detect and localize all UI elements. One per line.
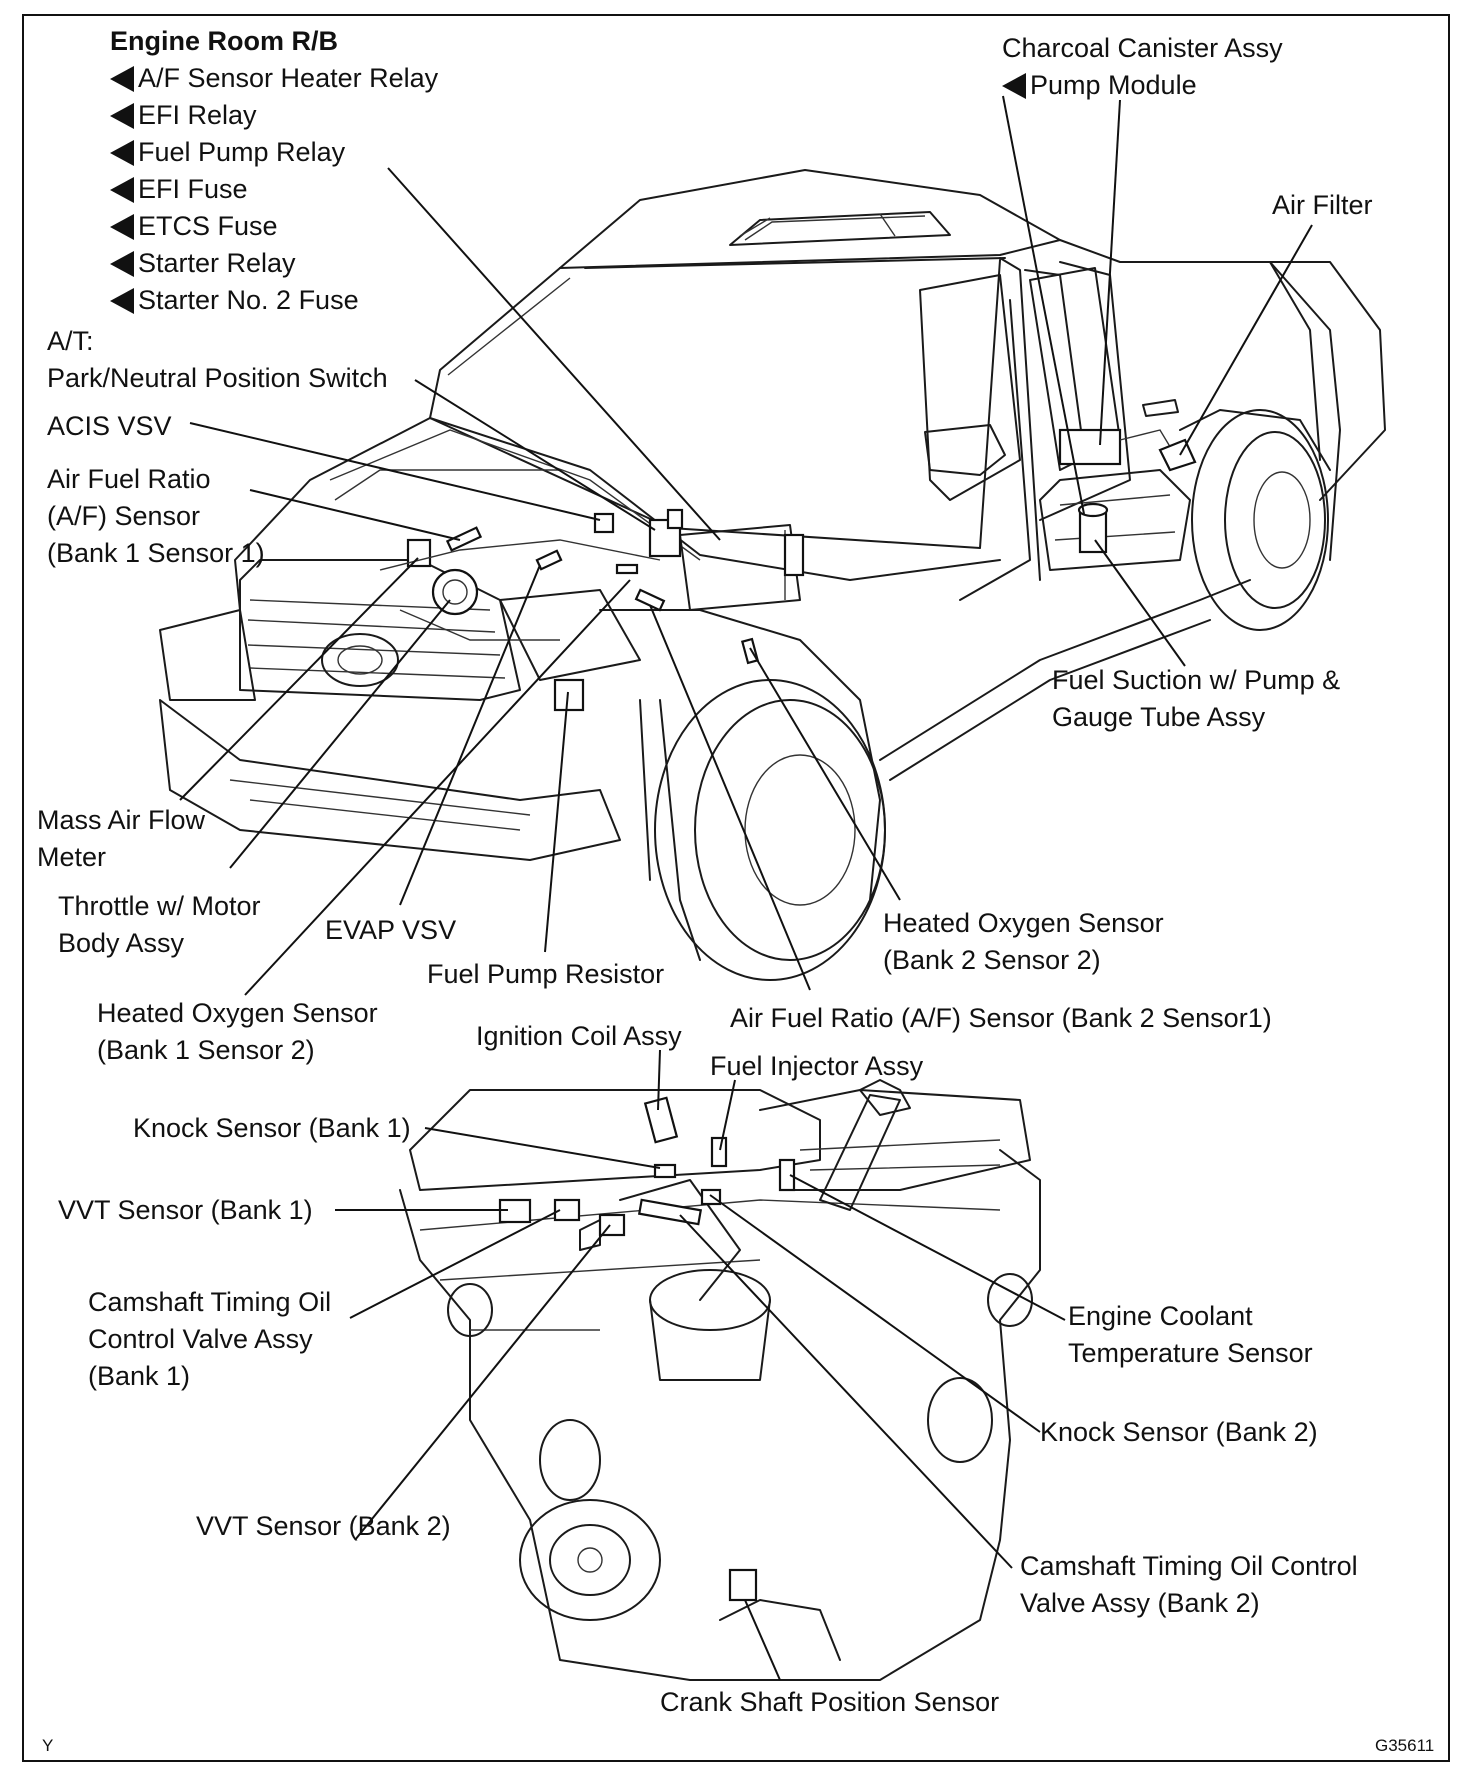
vvt-sensor-bank2-label: VVT Sensor (Bank 2) — [196, 1511, 451, 1541]
engine-room-rb-heading: Engine Room R/B — [110, 26, 338, 56]
mass-air-flow-label: Mass Air Flow Meter — [37, 805, 206, 872]
rb-item-starter-no2-fuse: Starter No. 2 Fuse — [110, 282, 438, 319]
engine-room-rb-label: Engine Room R/B A/F Sensor Heater Relay … — [110, 23, 438, 319]
rb-item-starter-relay: Starter Relay — [110, 245, 438, 282]
vvt-sensor-bank1-label: VVT Sensor (Bank 1) — [58, 1195, 313, 1225]
knock-sensor-bank1-label: Knock Sensor (Bank 1) — [133, 1113, 411, 1143]
camshaft-ocv-bank1-label: Camshaft Timing Oil Control Valve Assy (… — [88, 1287, 332, 1391]
figure-code: G35611 — [1375, 1736, 1435, 1755]
pump-module-label: Pump Module — [1030, 70, 1197, 100]
rb-item-etcs-fuse: ETCS Fuse — [110, 208, 438, 245]
camshaft-ocv-bank2-label: Camshaft Timing Oil Control Valve Assy (… — [1020, 1551, 1358, 1618]
heated-oxygen-bank1-sensor2-label: Heated Oxygen Sensor (Bank 1 Sensor 2) — [97, 998, 378, 1065]
pointer-arrow-icon — [110, 214, 134, 240]
knock-sensor-bank2-label: Knock Sensor (Bank 2) — [1040, 1417, 1318, 1447]
rb-item-af-heater-relay: A/F Sensor Heater Relay — [110, 60, 438, 97]
fuel-pump-resistor-label: Fuel Pump Resistor — [427, 959, 665, 989]
engine-drawing — [399, 1079, 1041, 1681]
pointer-arrow-icon — [110, 288, 134, 314]
diagram-frame — [22, 14, 1450, 1762]
pointer-arrow-icon — [110, 103, 134, 129]
rb-item-efi-relay: EFI Relay — [110, 97, 438, 134]
pointer-arrow-icon — [1002, 73, 1026, 99]
heated-oxygen-bank2-sensor2-label: Heated Oxygen Sensor (Bank 2 Sensor 2) — [883, 908, 1164, 975]
park-neutral-switch-label: A/T: Park/Neutral Position Switch — [47, 326, 388, 393]
throttle-body-label: Throttle w/ Motor Body Assy — [58, 891, 261, 958]
rb-item-fuel-pump-relay: Fuel Pump Relay — [110, 134, 438, 171]
air-filter-label: Air Filter — [1272, 190, 1373, 220]
evap-vsv-label: EVAP VSV — [325, 915, 457, 945]
corner-mark-left: Y — [42, 1736, 54, 1755]
charcoal-canister-label: Charcoal Canister Assy Pump Module — [1002, 33, 1283, 100]
af-sensor-bank2-sensor1-label: Air Fuel Ratio (A/F) Sensor (Bank 2 Sens… — [730, 1003, 1272, 1033]
pointer-arrow-icon — [110, 177, 134, 203]
leader-lines — [179, 95, 1313, 1681]
truck-drawing — [159, 169, 1386, 981]
af-sensor-bank1-sensor1-label: Air Fuel Ratio (A/F) Sensor (Bank 1 Sens… — [47, 464, 265, 568]
engine-coolant-temp-sensor-label: Engine Coolant Temperature Sensor — [1068, 1301, 1313, 1368]
fuel-suction-label: Fuel Suction w/ Pump & Gauge Tube Assy — [1052, 665, 1341, 732]
pointer-arrow-icon — [110, 66, 134, 92]
fuel-injector-label: Fuel Injector Assy — [710, 1051, 924, 1081]
ignition-coil-label: Ignition Coil Assy — [476, 1021, 682, 1051]
acis-vsv-label: ACIS VSV — [47, 411, 172, 441]
pointer-arrow-icon — [110, 140, 134, 166]
rb-item-efi-fuse: EFI Fuse — [110, 171, 438, 208]
crank-shaft-position-sensor-label: Crank Shaft Position Sensor — [660, 1687, 1000, 1717]
pointer-arrow-icon — [110, 251, 134, 277]
